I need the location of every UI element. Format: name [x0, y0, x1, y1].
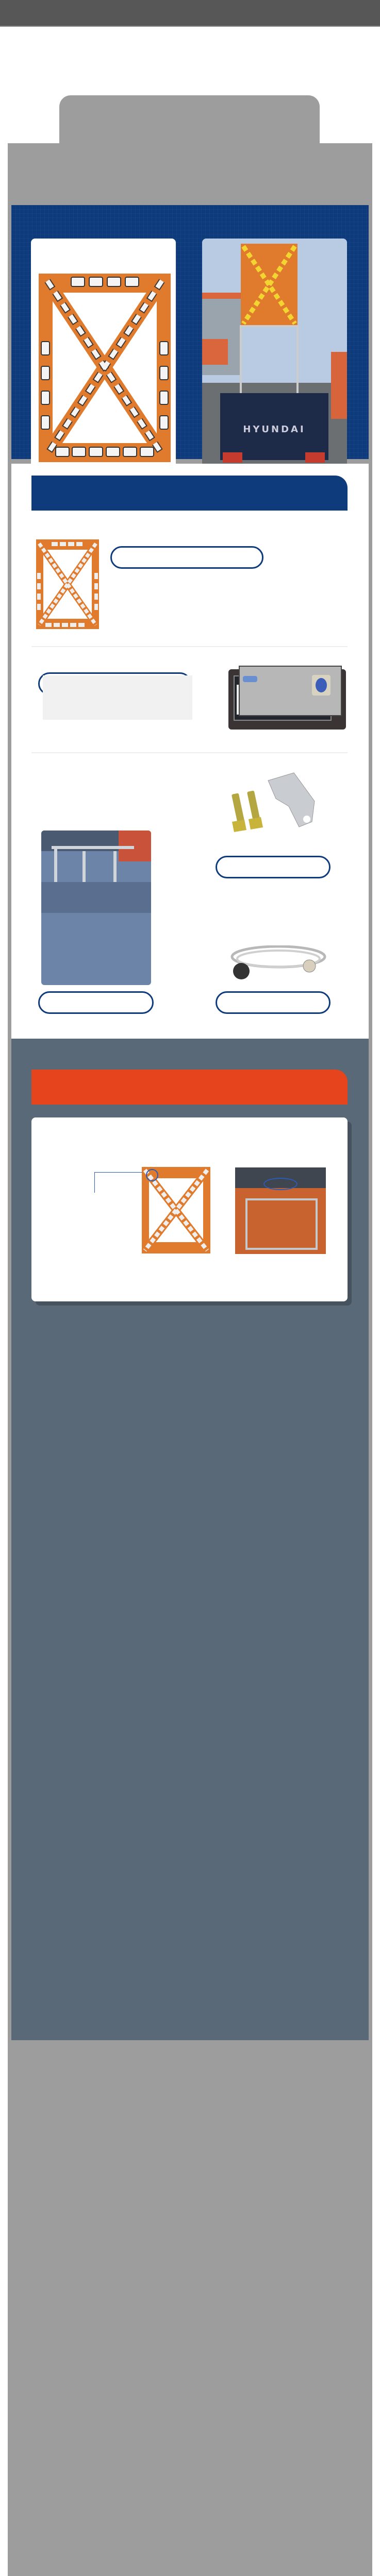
led-signboard-photo [31, 239, 176, 487]
page-header [0, 0, 380, 27]
led-board-thumbnail [36, 539, 99, 629]
voltage-note [43, 675, 192, 720]
bolt-band-icon [232, 772, 315, 832]
control-box-rear-photo [239, 666, 342, 716]
check-1-board-image [142, 1167, 210, 1253]
detail-section-banner [31, 1070, 348, 1105]
truck-photo-illustration-icon: HYUNDAI [202, 239, 347, 487]
component-name-led-board [110, 546, 263, 569]
folding-post-photo [41, 831, 151, 985]
product-title-tab [59, 95, 320, 147]
component-divider-1 [31, 646, 348, 647]
truck-install-photo: HYUNDAI [202, 239, 347, 487]
cable-icon [230, 945, 326, 979]
component-section-banner [31, 476, 348, 511]
led-board-x-icon [36, 539, 99, 629]
check-1-rear-photo [235, 1167, 326, 1254]
component-name-connection-cable [216, 991, 331, 1014]
svg-text:HYUNDAI: HYUNDAI [243, 424, 305, 435]
square-band-photo [227, 770, 320, 837]
component-name-folding-post [38, 991, 154, 1014]
signboard-x-icon [39, 274, 171, 462]
connection-cable-photo [227, 945, 327, 987]
board-x-icon [142, 1167, 210, 1253]
component-name-square-band [216, 856, 331, 878]
component-divider-2 [31, 752, 348, 753]
